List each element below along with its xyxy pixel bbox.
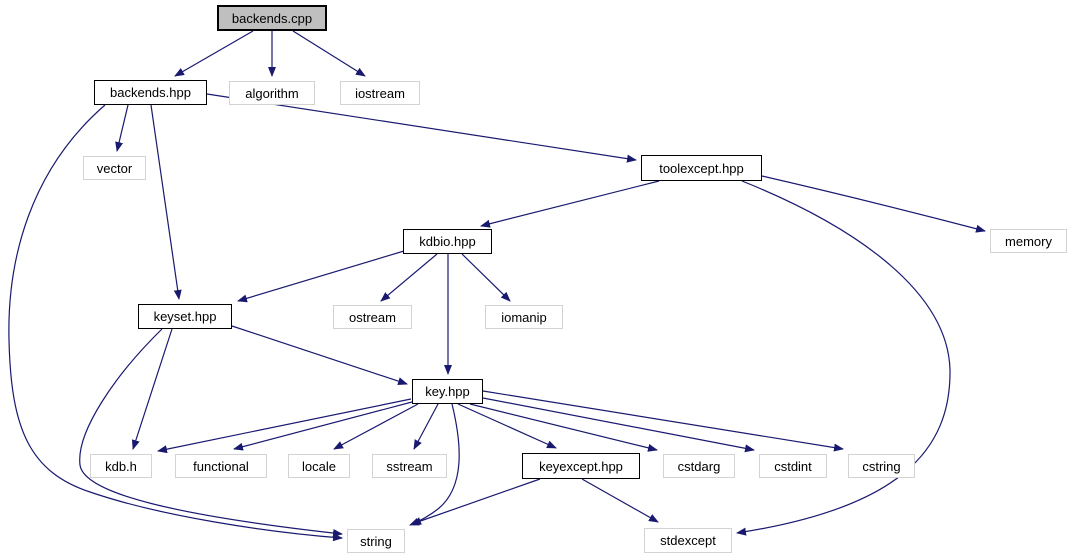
node-toolexcept-hpp[interactable]: toolexcept.hpp bbox=[641, 155, 762, 181]
node-label: memory bbox=[1005, 233, 1052, 249]
node-label: algorithm bbox=[245, 85, 299, 101]
node-cstdarg: cstdarg bbox=[663, 454, 735, 478]
node-algorithm: algorithm bbox=[229, 81, 315, 105]
node-sstream: sstream bbox=[372, 454, 447, 478]
node-string: string bbox=[347, 529, 405, 553]
node-label: kdbio.hpp bbox=[419, 234, 476, 249]
node-backends-cpp: backends.cpp bbox=[217, 5, 327, 31]
node-label: cstring bbox=[862, 458, 901, 474]
edge-key-hpp-to-functional bbox=[233, 401, 413, 451]
node-keyexcept-hpp[interactable]: keyexcept.hpp bbox=[522, 453, 640, 479]
edge-backends-cpp-to-iostream bbox=[292, 30, 366, 77]
node-functional: functional bbox=[175, 454, 267, 478]
edge-backends-cpp-to-backends-hpp bbox=[174, 30, 254, 77]
node-ostream: ostream bbox=[333, 305, 412, 329]
node-label: cstdarg bbox=[677, 458, 721, 474]
node-label: key.hpp bbox=[425, 384, 470, 399]
node-label: backends.cpp bbox=[231, 10, 313, 26]
node-backends-hpp[interactable]: backends.hpp bbox=[94, 80, 207, 105]
node-label: iomanip bbox=[501, 309, 547, 325]
node-label: keyset.hpp bbox=[153, 309, 217, 324]
edge-backends-hpp-to-vector bbox=[115, 104, 129, 152]
edge-keyset-hpp-to-string bbox=[79, 328, 343, 537]
node-label: backends.hpp bbox=[110, 85, 191, 100]
edge-keyset-hpp-to-key-hpp bbox=[231, 325, 408, 385]
node-label: kdb.h bbox=[105, 458, 137, 474]
node-iostream: iostream bbox=[340, 81, 420, 105]
node-key-hpp[interactable]: key.hpp bbox=[412, 379, 483, 404]
node-label: vector bbox=[96, 160, 133, 176]
node-stdexcept: stdexcept bbox=[644, 528, 732, 553]
edge-key-hpp-to-keyexcept-hpp bbox=[457, 403, 557, 449]
node-label: functional bbox=[193, 458, 249, 474]
node-label: stdexcept bbox=[660, 533, 716, 548]
edge-toolexcept-hpp-to-stdexcept bbox=[736, 180, 951, 536]
edge-keyexcept-hpp-to-stdexcept bbox=[581, 478, 659, 523]
edge-key-hpp-to-cstdarg bbox=[469, 403, 658, 452]
edge-keyset-hpp-to-kdb-h bbox=[131, 328, 173, 450]
edge-key-hpp-to-sstream bbox=[413, 403, 439, 450]
node-label: string bbox=[360, 533, 392, 549]
edge-toolexcept-hpp-to-memory bbox=[761, 175, 986, 233]
node-label: keyexcept.hpp bbox=[539, 458, 623, 474]
node-memory: memory bbox=[990, 229, 1067, 253]
node-label: sstream bbox=[386, 458, 433, 474]
edge-backends-hpp-to-keyset-hpp bbox=[150, 104, 182, 300]
edge-key-hpp-to-cstring bbox=[482, 390, 844, 452]
edge-key-hpp-to-cstdint bbox=[482, 397, 755, 453]
node-cstring: cstring bbox=[848, 454, 915, 478]
node-label: ostream bbox=[349, 309, 396, 325]
edge-keyexcept-hpp-to-string bbox=[411, 478, 541, 525]
node-locale: locale bbox=[288, 454, 350, 478]
node-vector: vector bbox=[83, 156, 146, 180]
node-label: iostream bbox=[355, 85, 405, 101]
edge-kdbio-hpp-to-keyset-hpp bbox=[237, 250, 405, 303]
edge-toolexcept-hpp-to-kdbio-hpp bbox=[480, 180, 660, 228]
edge-kdbio-hpp-to-iomanip bbox=[461, 253, 511, 302]
node-label: toolexcept.hpp bbox=[659, 160, 744, 176]
edge-key-hpp-to-locale bbox=[333, 403, 419, 450]
node-kdb-h: kdb.h bbox=[90, 454, 152, 478]
node-kdbio-hpp[interactable]: kdbio.hpp bbox=[403, 229, 492, 254]
node-iomanip: iomanip bbox=[485, 305, 563, 329]
edge-key-hpp-to-kdb-h bbox=[157, 398, 412, 454]
edge-kdbio-hpp-to-ostream bbox=[380, 253, 438, 302]
node-cstdint: cstdint bbox=[759, 454, 827, 478]
node-label: locale bbox=[302, 458, 336, 474]
node-keyset-hpp[interactable]: keyset.hpp bbox=[138, 304, 232, 329]
node-label: cstdint bbox=[774, 458, 812, 474]
